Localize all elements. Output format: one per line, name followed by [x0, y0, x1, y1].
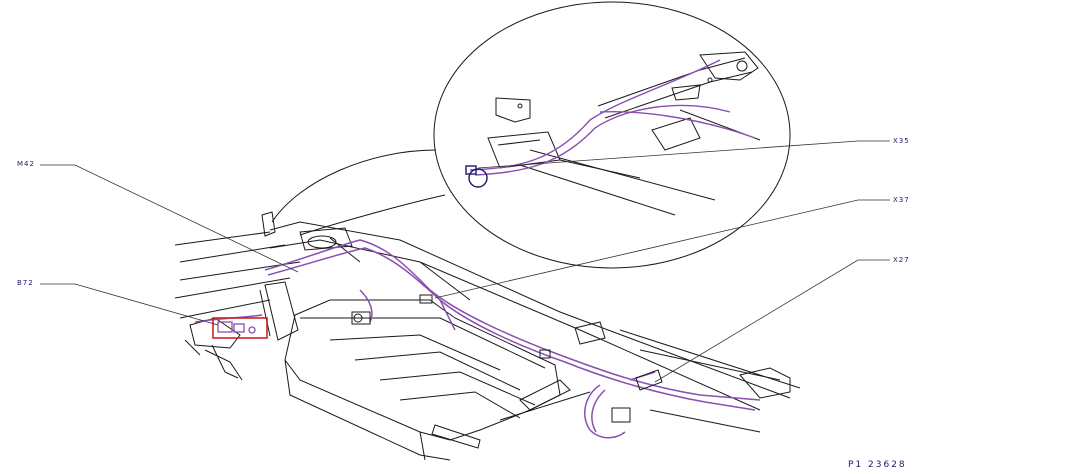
- vehicle-frame: [174, 211, 801, 433]
- callout-label-x27: X27: [893, 256, 910, 264]
- b72-component: [212, 317, 268, 339]
- leader-m42: [40, 164, 299, 273]
- detail-harness: [465, 59, 756, 188]
- callout-label-x35: X35: [893, 137, 910, 145]
- b72-highlight-box: [212, 317, 268, 339]
- detail-leader-upper: [271, 149, 437, 223]
- rear-mount: [739, 367, 791, 399]
- leader-x35: [477, 140, 890, 169]
- detail-view: [271, 1, 791, 269]
- detail-bracket: [495, 97, 531, 123]
- leader-b72: [40, 283, 219, 326]
- leader-x27: [654, 259, 890, 383]
- detail-leader-lower: [299, 194, 446, 236]
- callout-label-m42: M42: [17, 160, 35, 168]
- callout-label-b72: B72: [17, 279, 34, 287]
- callout-label-x37: X37: [893, 196, 910, 204]
- detail-circle: [433, 1, 791, 269]
- fuel-tank: [259, 281, 591, 461]
- leader-x37: [434, 199, 890, 299]
- callout-leaders: [40, 140, 890, 383]
- drawing-reference-number: P1 23628: [848, 460, 907, 470]
- harness-connectors: [351, 294, 663, 423]
